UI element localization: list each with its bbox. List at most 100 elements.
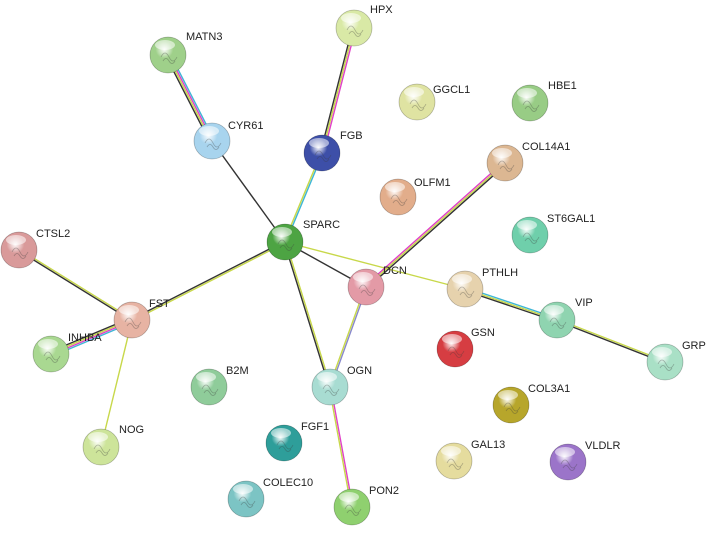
- protein-node-ogn[interactable]: OGN: [311, 365, 372, 406]
- edge-evidence-line: [365, 162, 506, 288]
- protein-node-st6gal1[interactable]: ST6GAL1: [511, 213, 595, 254]
- protein-node-pon2[interactable]: PON2: [333, 485, 399, 526]
- edge-evidence-line: [284, 241, 466, 290]
- protein-node-ctsl2[interactable]: CTSL2: [0, 228, 70, 269]
- protein-node-nog[interactable]: NOG: [82, 424, 144, 466]
- node-highlight: [341, 13, 361, 23]
- node-highlight: [404, 87, 424, 97]
- node-highlight: [199, 126, 219, 136]
- node-highlight: [88, 432, 108, 442]
- edge-cyr61-sparc[interactable]: [211, 140, 286, 243]
- protein-node-b2m[interactable]: B2M: [190, 365, 249, 406]
- edges-layer: [18, 27, 666, 508]
- edge-evidence-line: [131, 240, 285, 320]
- node-label-dcn: DCN: [383, 265, 407, 277]
- protein-node-cyr61[interactable]: CYR61: [193, 120, 263, 160]
- node-label-sparc: SPARC: [303, 219, 340, 231]
- edge-evidence-line: [330, 386, 354, 507]
- protein-node-fgf1[interactable]: FGF1: [265, 421, 329, 462]
- protein-node-col14a1[interactable]: COL14A1: [486, 141, 570, 182]
- edge-evidence-line: [100, 319, 133, 448]
- node-label-ogn: OGN: [347, 365, 372, 377]
- protein-node-fgb[interactable]: FGB: [303, 130, 363, 172]
- edge-vip-grp[interactable]: [556, 318, 666, 364]
- protein-node-col3a1[interactable]: COL3A1: [492, 383, 570, 424]
- structure-glyph: [238, 496, 256, 508]
- protein-node-fst[interactable]: FST: [113, 298, 170, 339]
- node-highlight: [442, 334, 462, 344]
- node-highlight: [317, 372, 337, 382]
- node-highlight: [544, 305, 564, 315]
- node-label-fst: FST: [149, 298, 170, 310]
- node-highlight: [452, 274, 472, 284]
- edge-evidence-line: [366, 163, 507, 289]
- structure-glyph: [160, 52, 178, 64]
- protein-node-colec10[interactable]: COLEC10: [227, 477, 313, 518]
- edge-sparc-ogn[interactable]: [283, 241, 332, 388]
- structure-glyph: [314, 150, 332, 162]
- edge-evidence-line: [285, 241, 332, 387]
- node-highlight: [441, 446, 461, 456]
- protein-node-vip[interactable]: VIP: [538, 297, 593, 339]
- protein-node-gsn[interactable]: GSN: [436, 327, 495, 368]
- structure-glyph: [11, 247, 29, 259]
- node-highlight: [555, 447, 575, 457]
- node-label-vldlr: VLDLR: [585, 440, 621, 452]
- node-label-cyr61: CYR61: [228, 120, 263, 132]
- protein-node-dcn[interactable]: DCN: [347, 265, 407, 306]
- node-highlight: [233, 484, 253, 494]
- protein-node-ggcl1[interactable]: GGCL1: [398, 83, 470, 121]
- node-label-gsn: GSN: [471, 327, 495, 339]
- protein-node-pthlh[interactable]: PTHLH: [446, 267, 518, 308]
- node-label-colec10: COLEC10: [263, 477, 313, 489]
- node-highlight: [492, 148, 512, 158]
- node-label-nog: NOG: [119, 424, 144, 436]
- edge-evidence-line: [364, 161, 505, 287]
- protein-node-olfm1[interactable]: OLFM1: [379, 177, 451, 216]
- node-highlight: [652, 347, 672, 357]
- structure-glyph: [522, 232, 540, 244]
- structure-glyph: [277, 239, 295, 251]
- node-label-pon2: PON2: [369, 485, 399, 497]
- structure-glyph: [549, 317, 567, 329]
- structure-glyph: [657, 359, 675, 371]
- structure-glyph: [390, 194, 408, 206]
- protein-node-grp[interactable]: GRP: [646, 340, 706, 381]
- edge-hpx-fgb[interactable]: [319, 27, 357, 154]
- node-label-vip: VIP: [575, 297, 593, 309]
- node-highlight: [339, 492, 359, 502]
- structure-glyph: [276, 440, 294, 452]
- node-highlight: [385, 182, 405, 192]
- edge-fst-nog[interactable]: [100, 319, 133, 448]
- protein-node-hbe1[interactable]: HBE1: [511, 80, 577, 122]
- edge-sparc-pthlh[interactable]: [284, 241, 466, 290]
- edge-evidence-line: [557, 318, 666, 362]
- node-highlight: [272, 227, 292, 237]
- node-highlight: [155, 40, 175, 50]
- node-highlight: [517, 220, 537, 230]
- protein-node-matn3[interactable]: MATN3: [149, 31, 222, 74]
- protein-node-sparc[interactable]: SPARC: [266, 219, 340, 261]
- edge-evidence-line: [556, 320, 665, 364]
- edge-ogn-pon2[interactable]: [328, 386, 354, 508]
- edge-dcn-col14a1[interactable]: [364, 161, 507, 289]
- edge-ctsl2-fst[interactable]: [18, 248, 133, 322]
- node-highlight: [353, 272, 373, 282]
- node-highlight: [517, 88, 537, 98]
- protein-node-inhba[interactable]: INHBA: [32, 332, 102, 373]
- structure-glyph: [457, 286, 475, 298]
- node-label-fgf1: FGF1: [301, 421, 329, 433]
- edge-sparc-fst[interactable]: [131, 240, 286, 322]
- structure-glyph: [522, 100, 540, 112]
- node-label-inhba: INHBA: [68, 332, 102, 344]
- node-label-st6gal1: ST6GAL1: [547, 213, 595, 225]
- protein-node-gal13[interactable]: GAL13: [435, 439, 505, 480]
- structure-glyph: [43, 351, 61, 363]
- structure-glyph: [497, 160, 515, 172]
- edge-evidence-line: [328, 387, 352, 508]
- protein-node-hpx[interactable]: HPX: [335, 4, 393, 47]
- protein-node-vldlr[interactable]: VLDLR: [549, 440, 621, 481]
